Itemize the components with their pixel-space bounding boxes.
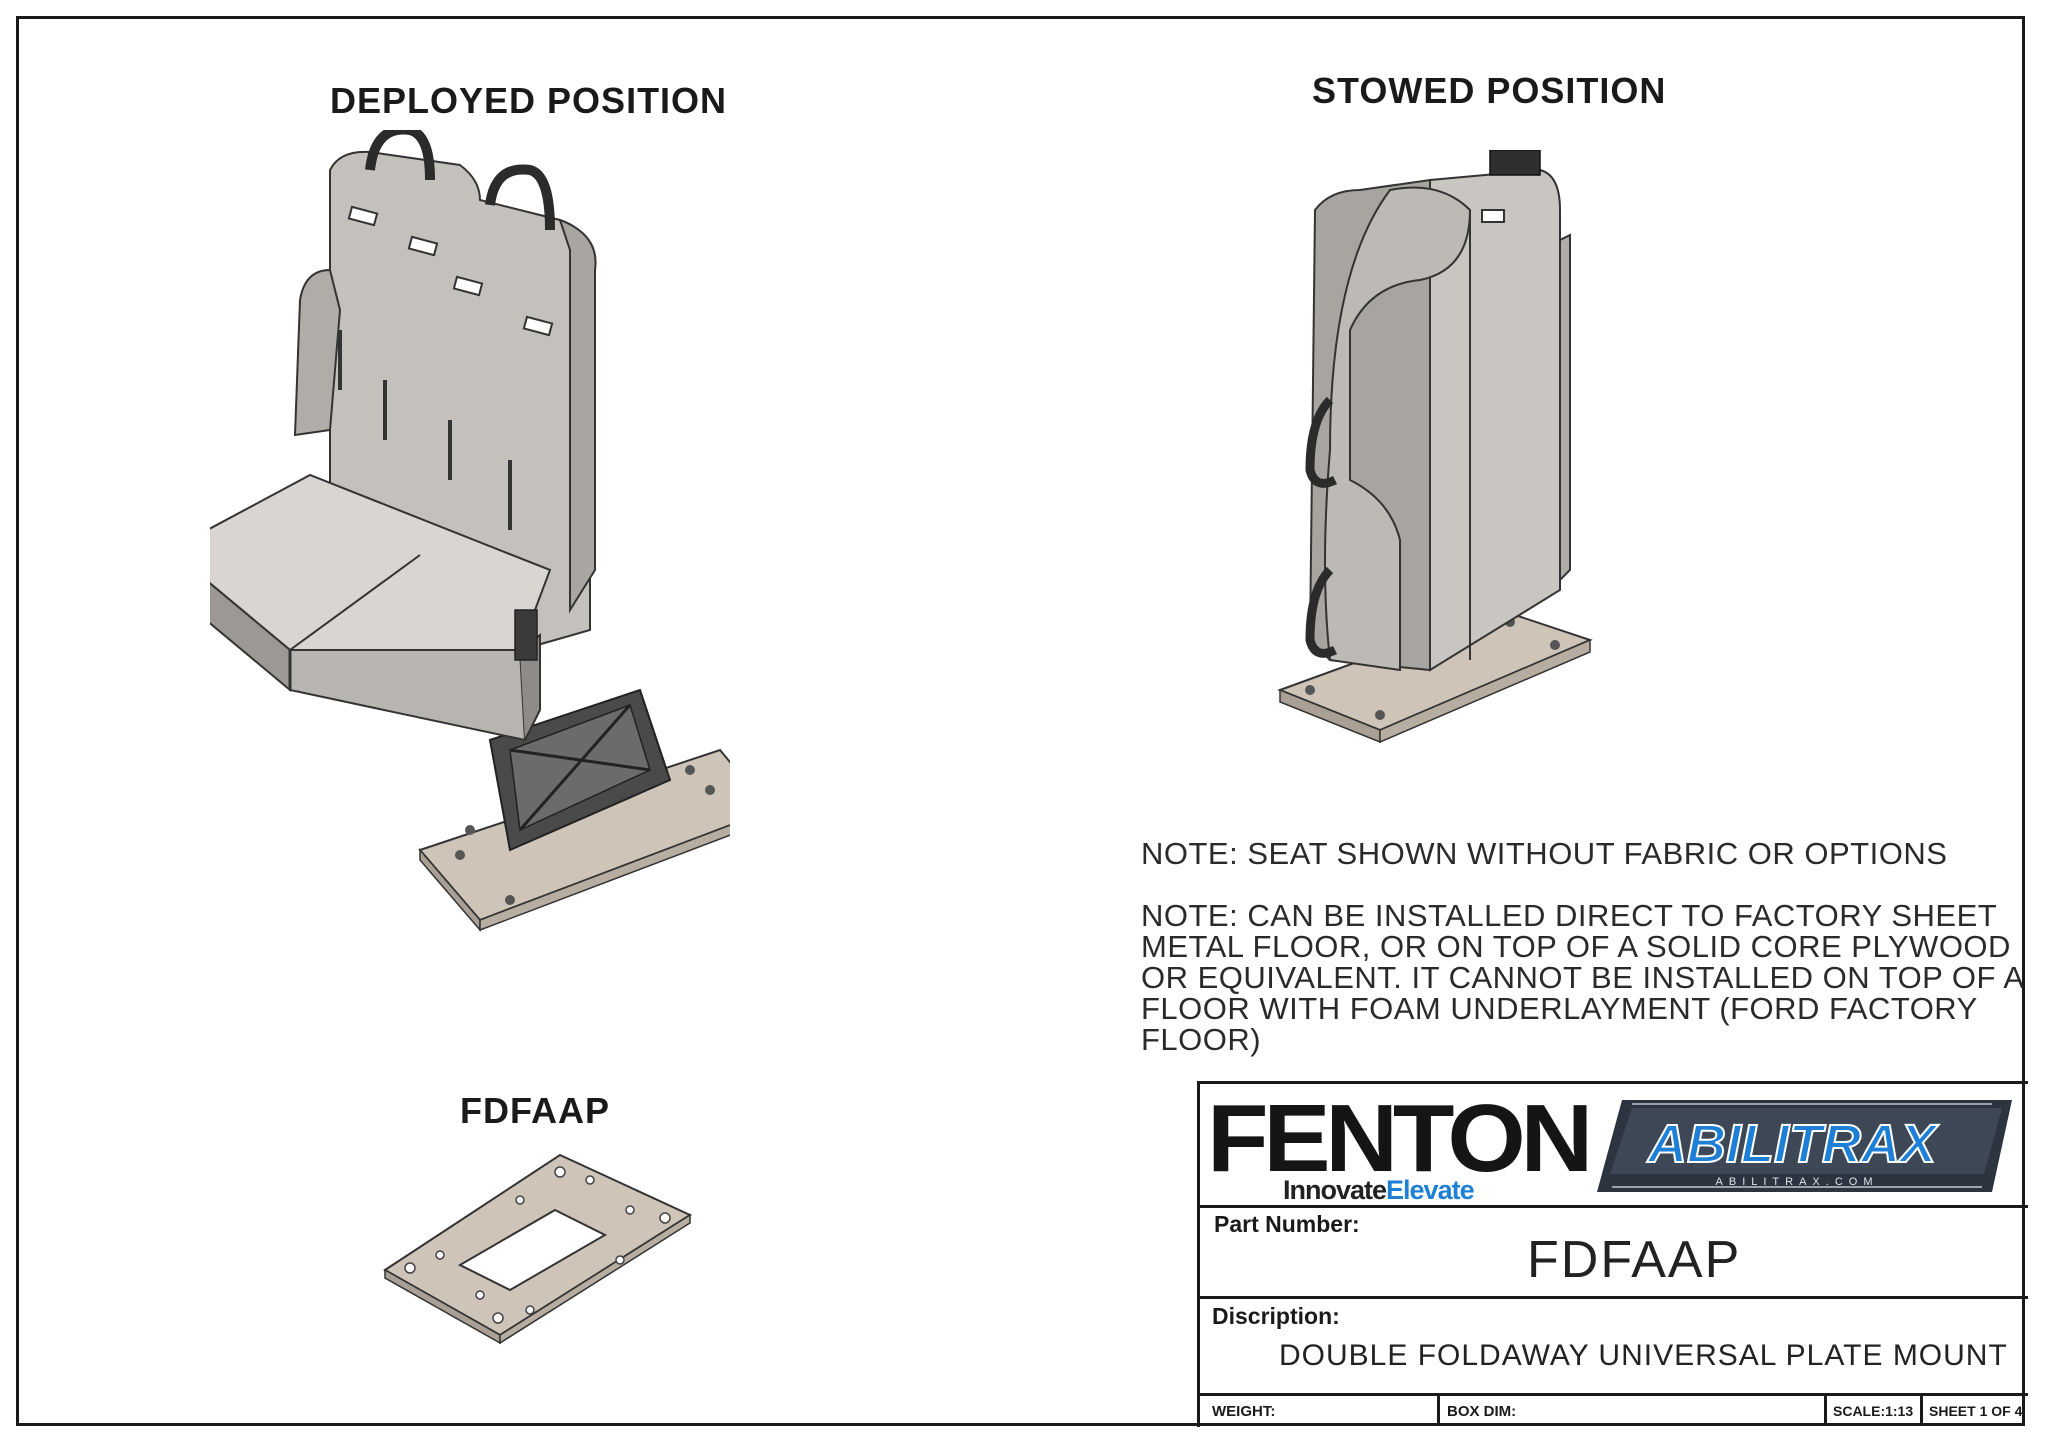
title-block <box>1197 1081 2028 1427</box>
deployed-seat-cushion-front <box>289 649 527 742</box>
deployed-view-title: DEPLOYED POSITION <box>330 80 728 121</box>
part-number-value: FDFAAP <box>1527 1231 1742 1289</box>
stowed-seat-drawing <box>1277 150 1593 744</box>
tagline-innovate: Innovate <box>1283 1175 1387 1205</box>
note-installation-line: NOTE: CAN BE INSTALLED DIRECT TO FACTORY… <box>1141 898 1998 933</box>
note-fabric: NOTE: SEAT SHOWN WITHOUT FABRIC OR OPTIO… <box>1141 836 1948 871</box>
description-label: Discription: <box>1212 1303 1340 1329</box>
note-installation-line: METAL FLOOR, OR ON TOP OF A SOLID CORE P… <box>1141 929 2011 964</box>
adapter-plate-drawing <box>383 1153 693 1345</box>
note-installation: NOTE: CAN BE INSTALLED DIRECT TO FACTORY… <box>1141 900 2025 1055</box>
part-number-label: Part Number: <box>1214 1211 1360 1237</box>
drawing-border <box>16 16 2025 1426</box>
abilitrax-url: ABILITRAX.COM <box>1716 1176 1879 1188</box>
weight-label: WEIGHT: <box>1212 1403 1276 1420</box>
deployed-seat-drawing <box>210 130 730 933</box>
fenton-logo: FENTON <box>1207 1085 1593 1192</box>
note-installation-line: OR EQUIVALENT. IT CANNOT BE INSTALLED ON… <box>1141 960 2025 995</box>
stowed-view-title: STOWED POSITION <box>1312 70 1667 111</box>
scale-value: SCALE:1:13 <box>1833 1403 1914 1419</box>
note-installation-line: FLOOR) <box>1141 1022 1262 1057</box>
deployed-handle-left <box>365 130 435 181</box>
stowed-handle-upper <box>1305 396 1338 488</box>
adapter-plate-cutout <box>457 1208 608 1292</box>
tagline-elevate: Elevate <box>1386 1175 1475 1205</box>
abilitrax-wordmark: ABILITRAX <box>1646 1114 1939 1174</box>
box-dim-label: BOX DIM: <box>1447 1403 1517 1420</box>
stowed-handle-lower <box>1305 566 1338 658</box>
deployed-handle-right <box>485 164 555 231</box>
sheet-value: SHEET 1 OF 4 <box>1929 1403 2023 1419</box>
plate-view-title: FDFAAP <box>460 1090 610 1131</box>
abilitrax-logo: ABILITRAX ABILITRAX.COM <box>1597 1100 2012 1192</box>
fenton-tagline: InnovateElevate <box>1283 1175 1475 1206</box>
description-value: DOUBLE FOLDAWAY UNIVERSAL PLATE MOUNT <box>1279 1339 2008 1372</box>
note-installation-line: FLOOR WITH FOAM UNDERLAYMENT (FORD FACTO… <box>1141 991 1978 1026</box>
